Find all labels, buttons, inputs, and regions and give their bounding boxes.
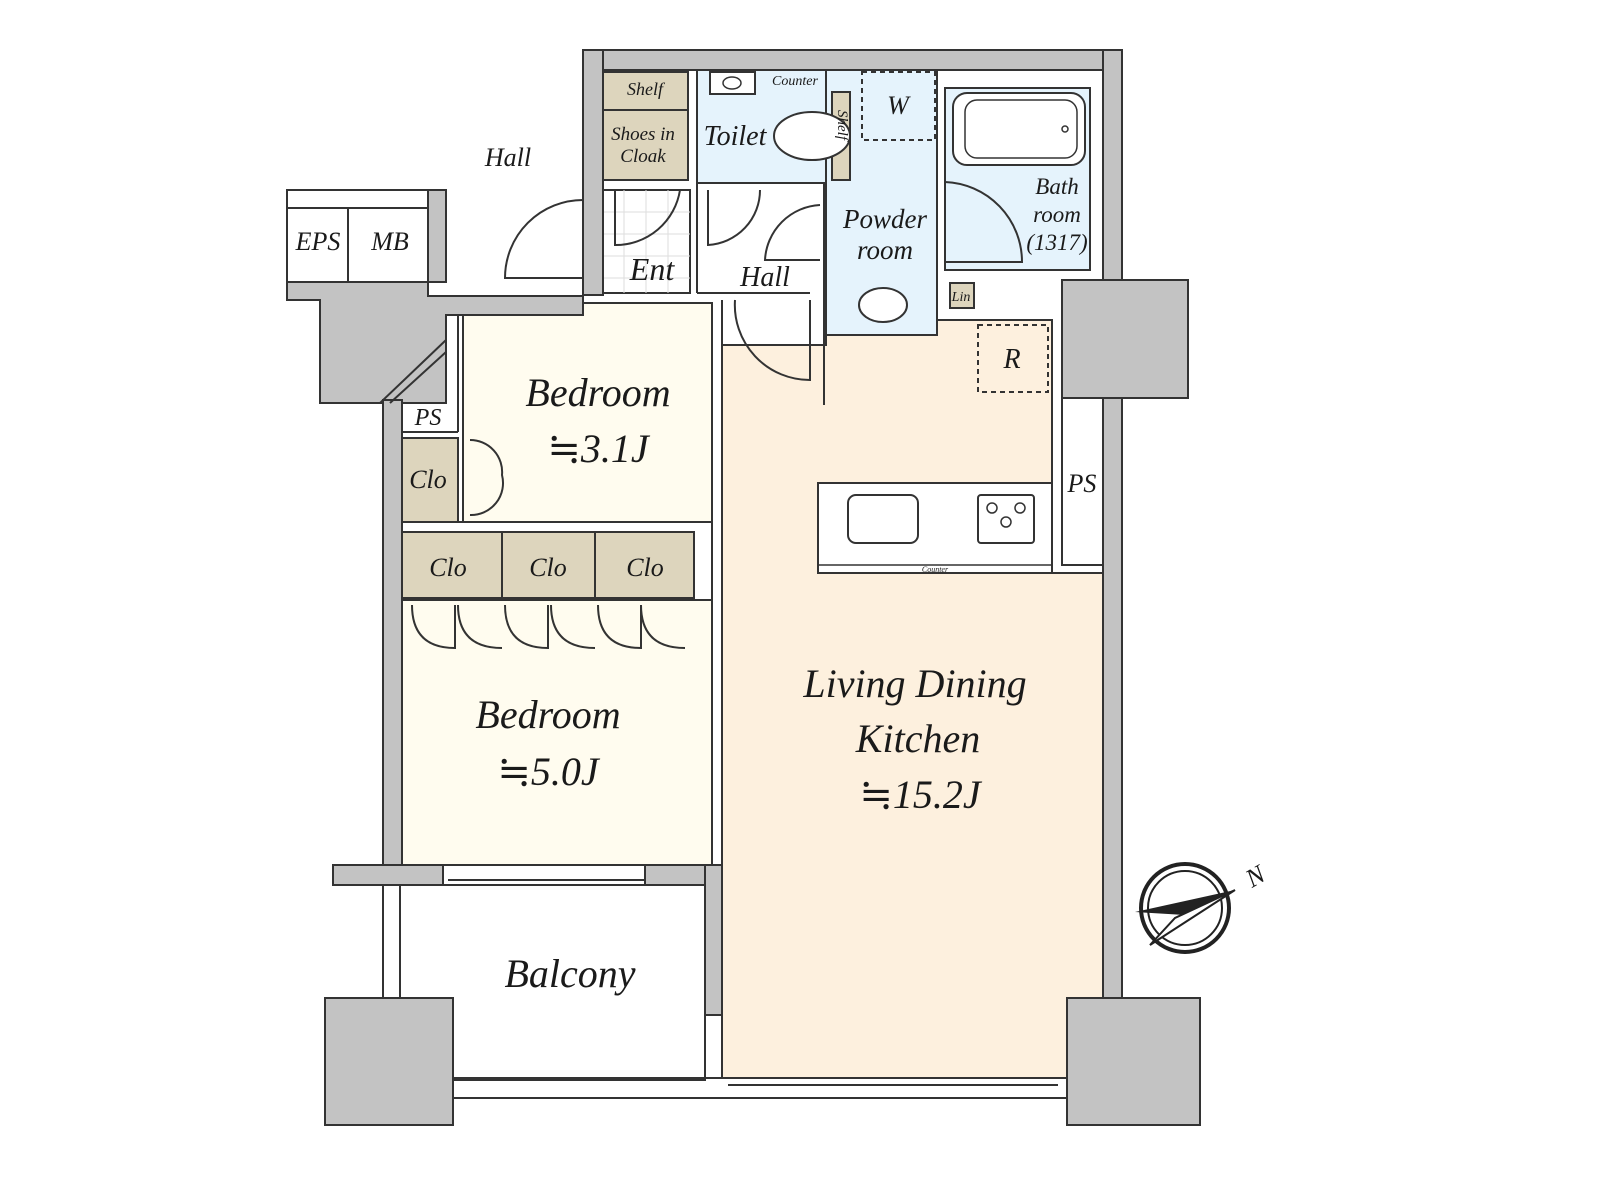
label-powder-2: room xyxy=(857,235,913,265)
stove-icon xyxy=(977,494,1035,544)
closet-doors xyxy=(411,604,686,650)
label-eps: EPS xyxy=(295,227,341,256)
label-ps-right: PS xyxy=(1067,469,1097,498)
washer-space xyxy=(861,71,936,141)
label-bath-3: (1317) xyxy=(1026,230,1087,255)
label-mb: MB xyxy=(370,227,409,256)
label-toilet: Toilet xyxy=(704,121,768,152)
label-lin: Lin xyxy=(951,290,971,305)
label-shelf: Shelf xyxy=(627,79,666,99)
label-hall-inner: Hall xyxy=(739,262,790,293)
label-clo-1: Clo xyxy=(429,553,467,582)
label-r: R xyxy=(1002,344,1020,375)
powder-door xyxy=(763,204,821,261)
closet-door xyxy=(469,438,505,517)
label-shoes-cloak-1: Shoes in xyxy=(611,124,675,145)
cloak-door xyxy=(614,189,681,247)
entry-door xyxy=(503,199,584,279)
label-powder-1: Powder xyxy=(842,204,927,234)
label-clo-3: Clo xyxy=(626,553,664,582)
label-balcony: Balcony xyxy=(504,951,635,996)
compass-icon xyxy=(1135,862,1236,954)
closet-1 xyxy=(401,531,503,599)
label-ps-left: PS xyxy=(414,405,442,431)
label-clo-single: Clo xyxy=(409,465,447,494)
label-bedroom-2: Bedroom xyxy=(475,692,620,737)
bath-door xyxy=(944,181,1024,263)
room-labels: Hall EPS MB Shelf Shoes in Cloak Counter… xyxy=(295,74,1272,996)
label-bath-1: Bath xyxy=(1035,174,1078,199)
label-ent: Ent xyxy=(629,251,676,287)
toilet-sink-icon xyxy=(709,71,756,95)
basin-icon xyxy=(858,287,908,323)
closet-2 xyxy=(501,531,596,599)
label-bedroom-2-size: ≒5.0J xyxy=(497,749,601,794)
label-clo-2: Clo xyxy=(529,553,567,582)
label-ldk-2: Kitchen xyxy=(855,716,980,761)
shelf xyxy=(601,71,689,111)
linen-closet xyxy=(949,282,975,309)
toilet-icon xyxy=(773,111,851,161)
label-w: W xyxy=(887,91,911,120)
fixtures xyxy=(411,71,1086,1086)
refrigerator-space xyxy=(977,324,1049,393)
hall-door xyxy=(733,299,811,382)
closet-3 xyxy=(594,531,695,599)
label-shoes-cloak-2: Cloak xyxy=(620,146,666,167)
walls xyxy=(286,49,1201,1126)
toilet-door xyxy=(707,189,762,247)
shoes-cloak xyxy=(601,109,689,181)
label-toilet-shelf: Shelf xyxy=(834,110,850,142)
label-bedroom-1-size: ≒3.1J xyxy=(547,426,651,471)
label-counter-toilet: Counter xyxy=(772,74,818,89)
label-bedroom-1: Bedroom xyxy=(525,370,670,415)
sink-icon xyxy=(847,494,919,544)
label-ldk-size: ≒15.2J xyxy=(859,772,983,817)
label-hall-outer: Hall xyxy=(484,143,531,172)
bathtub-icon xyxy=(952,92,1086,166)
label-bath-2: room xyxy=(1033,202,1081,227)
label-ldk-1: Living Dining xyxy=(802,661,1026,706)
label-counter-kitchen: Counter xyxy=(922,565,949,574)
label-compass-n: N xyxy=(1240,859,1272,894)
bedroom-3-1 xyxy=(462,302,713,523)
